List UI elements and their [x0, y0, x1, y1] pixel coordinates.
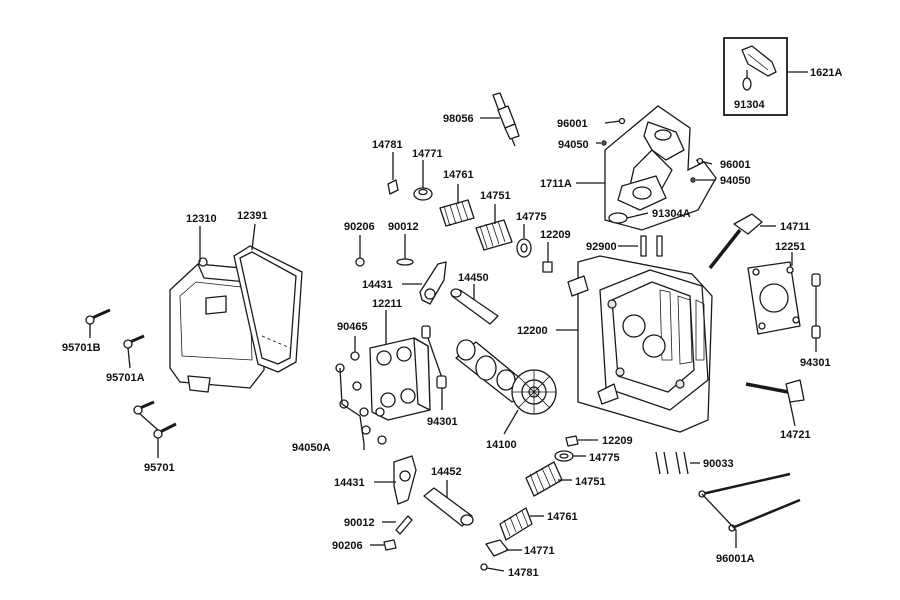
part-label-94050-top: 94050 [558, 139, 589, 151]
part-label-12211: 12211 [372, 298, 402, 310]
rocker-arm-top [402, 261, 447, 305]
head-gasket [747, 252, 801, 335]
spark-plug [480, 92, 520, 147]
part-label-14721: 14721 [780, 429, 811, 441]
washer-90012-top [396, 234, 414, 266]
inner-spring-bottom [499, 507, 544, 541]
part-label-94050-right: 94050 [720, 175, 751, 187]
part-label-90012-top: 90012 [388, 221, 419, 233]
rocker-shaft-top [450, 284, 499, 325]
part-label-12209-top: 12209 [540, 229, 571, 241]
part-label-92900: 92900 [586, 241, 617, 253]
part-label-90033: 90033 [703, 458, 734, 470]
valve-cover-gasket [233, 223, 303, 373]
spring-retainer-top [413, 160, 433, 201]
inner-spring-top [439, 184, 475, 227]
clips-90033 [655, 451, 700, 475]
bolt-95701A [123, 334, 145, 369]
part-label-90012-bottom: 90012 [344, 517, 375, 529]
part-label-12310: 12310 [186, 213, 217, 225]
part-label-94301-right: 94301 [800, 357, 831, 369]
bolt-95701 [133, 400, 177, 458]
part-label-95701A: 95701A [106, 372, 145, 384]
spring-retainer-bottom [485, 539, 522, 557]
part-label-14761-top: 14761 [443, 169, 474, 181]
outer-spring-top [475, 204, 513, 251]
part-label-14431-bottom: 14431 [334, 477, 365, 489]
outer-spring-bottom [525, 461, 572, 497]
cylinder-head [556, 255, 713, 433]
adjust-screw-90012-bottom [382, 515, 413, 535]
part-label-90206-top: 90206 [344, 221, 375, 233]
part-label-14761-bottom: 14761 [547, 511, 578, 523]
valve-seal-top [542, 242, 553, 273]
part-label-12209-bottom: 12209 [602, 435, 633, 447]
spring-seat-bottom [554, 450, 586, 462]
nut-90206-top [355, 235, 365, 267]
part-label-96001-right: 96001 [720, 159, 751, 171]
valve-seal-bottom [565, 435, 598, 447]
valve-cotter-top [387, 152, 399, 195]
spring-seat-top [516, 224, 532, 258]
dowel-pins-92900 [618, 235, 663, 257]
part-label-96001-top: 96001 [557, 118, 588, 130]
camshaft [455, 339, 557, 435]
part-label-14771-top: 14771 [412, 148, 443, 160]
rocker-arm-bottom [374, 455, 417, 505]
part-label-90206-bottom: 90206 [332, 540, 363, 552]
dowel-94301-center [421, 325, 447, 410]
intake-manifold-group [576, 105, 717, 231]
part-label-14100: 14100 [486, 439, 517, 451]
part-label-94301-center: 94301 [427, 416, 458, 428]
part-label-96001A: 96001A [716, 553, 755, 565]
dowel-94301-right [811, 273, 821, 352]
part-label-14775-top: 14775 [516, 211, 547, 223]
part-label-14452: 14452 [431, 466, 462, 478]
part-label-12251: 12251 [775, 241, 806, 253]
bolt-95701B [85, 308, 111, 338]
part-label-14450: 14450 [458, 272, 489, 284]
inset-1621A [723, 37, 808, 116]
part-label-14781-top: 14781 [372, 139, 403, 151]
part-label-14431-top: 14431 [362, 279, 393, 291]
part-label-1711A: 1711A [540, 178, 572, 190]
part-label-14771-bottom: 14771 [524, 545, 555, 557]
part-label-95701: 95701 [144, 462, 175, 474]
part-label-95701B: 95701B [62, 342, 101, 354]
studs-96001A [698, 472, 801, 548]
part-label-1621A: 1621A [810, 67, 842, 79]
camshaft-holder [369, 310, 431, 421]
intake-valve [708, 213, 776, 270]
part-label-91304A: 91304A [652, 208, 691, 220]
exhaust-valve [745, 379, 805, 427]
part-label-12391: 12391 [237, 210, 268, 222]
part-label-12200: 12200 [517, 325, 548, 337]
part-label-98056: 98056 [443, 113, 474, 125]
part-label-14781-bottom: 14781 [508, 567, 539, 579]
part-label-14751-top: 14751 [480, 190, 511, 202]
valve-cotter-bottom [480, 563, 505, 572]
part-label-14775-bottom: 14775 [589, 452, 620, 464]
rocker-shaft-bottom [423, 480, 474, 527]
part-label-94050A: 94050A [292, 442, 331, 454]
part-label-14751-bottom: 14751 [575, 476, 606, 488]
part-label-14711: 14711 [780, 221, 810, 233]
part-label-90465: 90465 [337, 321, 368, 333]
nut-90206-bottom [370, 539, 397, 551]
part-label-91304: 91304 [734, 99, 765, 111]
nut-washer-set-90465 [335, 336, 387, 450]
